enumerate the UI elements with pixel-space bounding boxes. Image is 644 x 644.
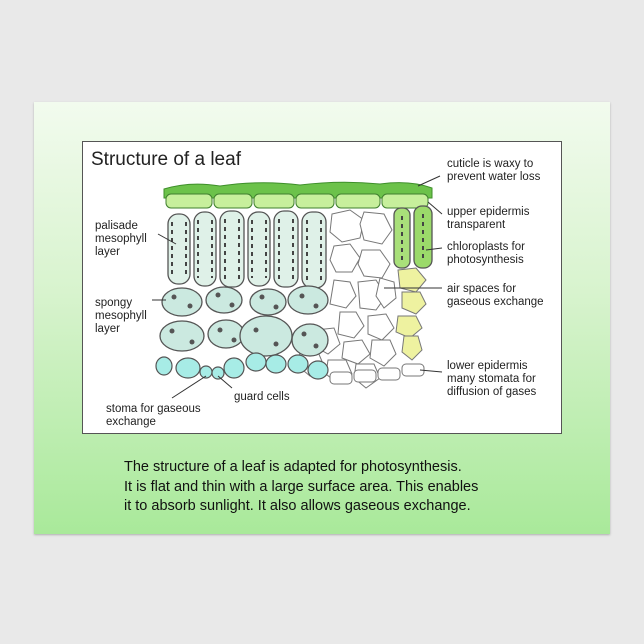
caption: The structure of a leaf is adapted for p…	[124, 458, 564, 517]
label-cuticle: cuticle is waxy to prevent water loss	[447, 158, 541, 183]
spongy-chloroplasts	[169, 292, 319, 349]
diagram-title: Structure of a leaf	[91, 149, 241, 170]
label-stoma: stoma for gaseous exchange	[106, 403, 201, 428]
label-chloroplasts: chloroplasts for photosynthesis	[447, 241, 525, 266]
label-air-spaces: air spaces for gaseous exchange	[447, 283, 544, 308]
palisade-chloroplasts	[171, 214, 424, 280]
label-spongy: spongy mesophyll layer	[95, 297, 147, 335]
right-spongy-cells	[395, 267, 427, 361]
upper-epidermis-cells	[165, 193, 429, 209]
label-guard-cells: guard cells	[234, 391, 290, 403]
lower-epidermis-cells	[155, 352, 329, 380]
label-palisade: palisade mesophyll layer	[95, 220, 147, 258]
caption-line-3: it to absorb sunlight. It also allows ga…	[124, 498, 471, 514]
label-upper-epidermis: upper epidermis transparent	[447, 206, 530, 231]
caption-line-1: The structure of a leaf is adapted for p…	[124, 459, 462, 475]
caption-line-2: It is flat and thin with a large surface…	[124, 478, 479, 495]
lower-epidermis-band	[329, 363, 425, 385]
palisade-cells	[167, 205, 433, 289]
label-pointers	[152, 175, 443, 399]
label-lower-epidermis: lower epidermis many stomata for diffusi…	[447, 360, 537, 398]
